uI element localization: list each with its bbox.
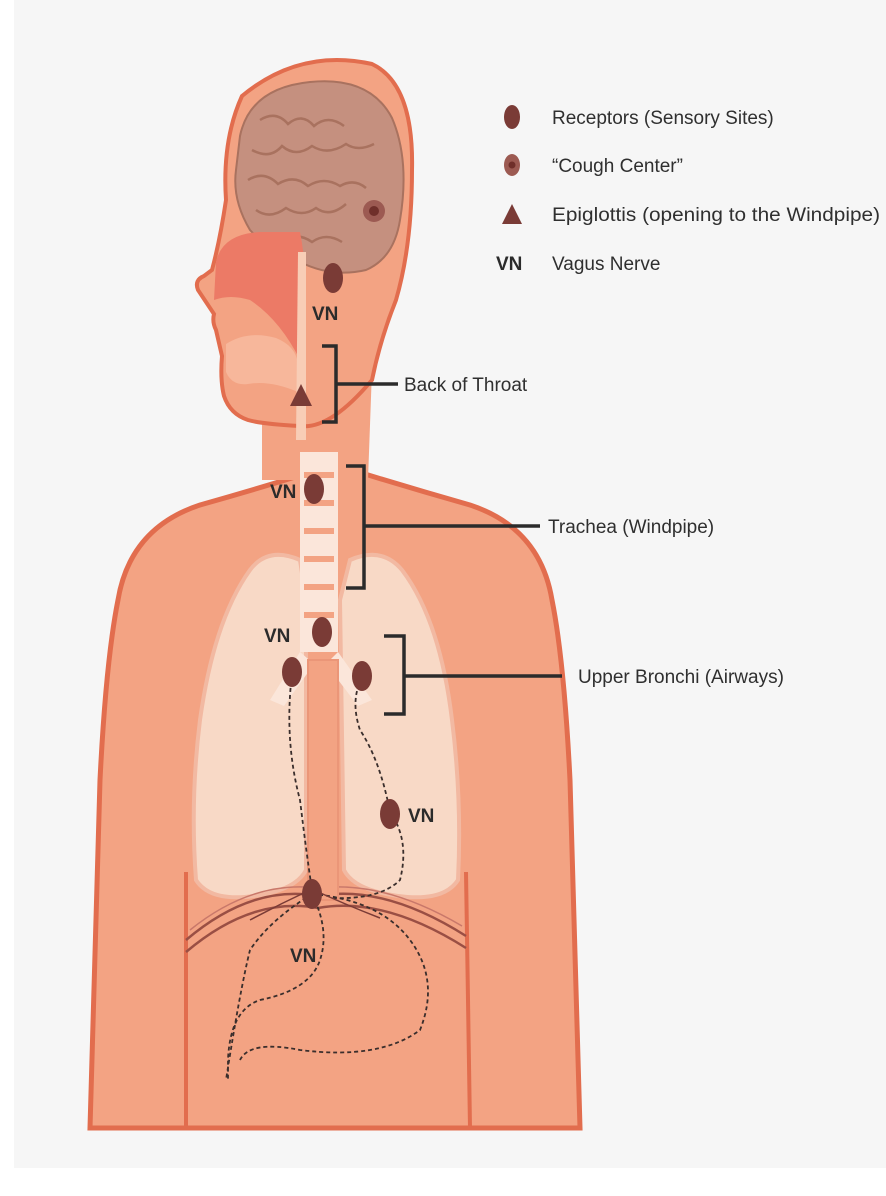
legend-cough-center-icon — [504, 154, 520, 176]
vn-label-lung: VN — [408, 806, 434, 827]
label-back-of-throat: Back of Throat — [404, 375, 528, 396]
receptor-lower-right — [380, 799, 400, 829]
legend-epiglottis-label: Epiglottis (opening to the Windpipe) — [552, 205, 880, 226]
esophagus — [308, 660, 338, 900]
vn-label-diaphragm: VN — [290, 946, 316, 967]
legend-receptors-label: Receptors (Sensory Sites) — [552, 108, 774, 129]
legend-epiglottis-icon — [502, 204, 522, 224]
vn-label-bronchi: VN — [264, 626, 290, 647]
receptor-brainstem — [323, 263, 343, 293]
label-trachea: Trachea (Windpipe) — [548, 517, 714, 538]
legend-receptor-icon — [504, 105, 520, 129]
legend: Receptors (Sensory Sites) “Cough Center”… — [496, 105, 880, 275]
label-upper-bronchi: Upper Bronchi (Airways) — [578, 667, 784, 688]
vn-label-trachea: VN — [270, 482, 296, 503]
receptor-right-bronchus — [352, 661, 372, 691]
receptor-carina — [312, 617, 332, 647]
receptor-diaphragm — [302, 879, 322, 909]
legend-vagus-nerve-label: Vagus Nerve — [552, 254, 660, 275]
receptor-left-bronchus — [282, 657, 302, 687]
vn-label-head: VN — [312, 304, 338, 325]
legend-vn-abbrev: VN — [496, 254, 522, 275]
cough-center — [363, 200, 385, 222]
legend-cough-center-label: “Cough Center” — [552, 156, 683, 177]
receptor-trachea — [304, 474, 324, 504]
